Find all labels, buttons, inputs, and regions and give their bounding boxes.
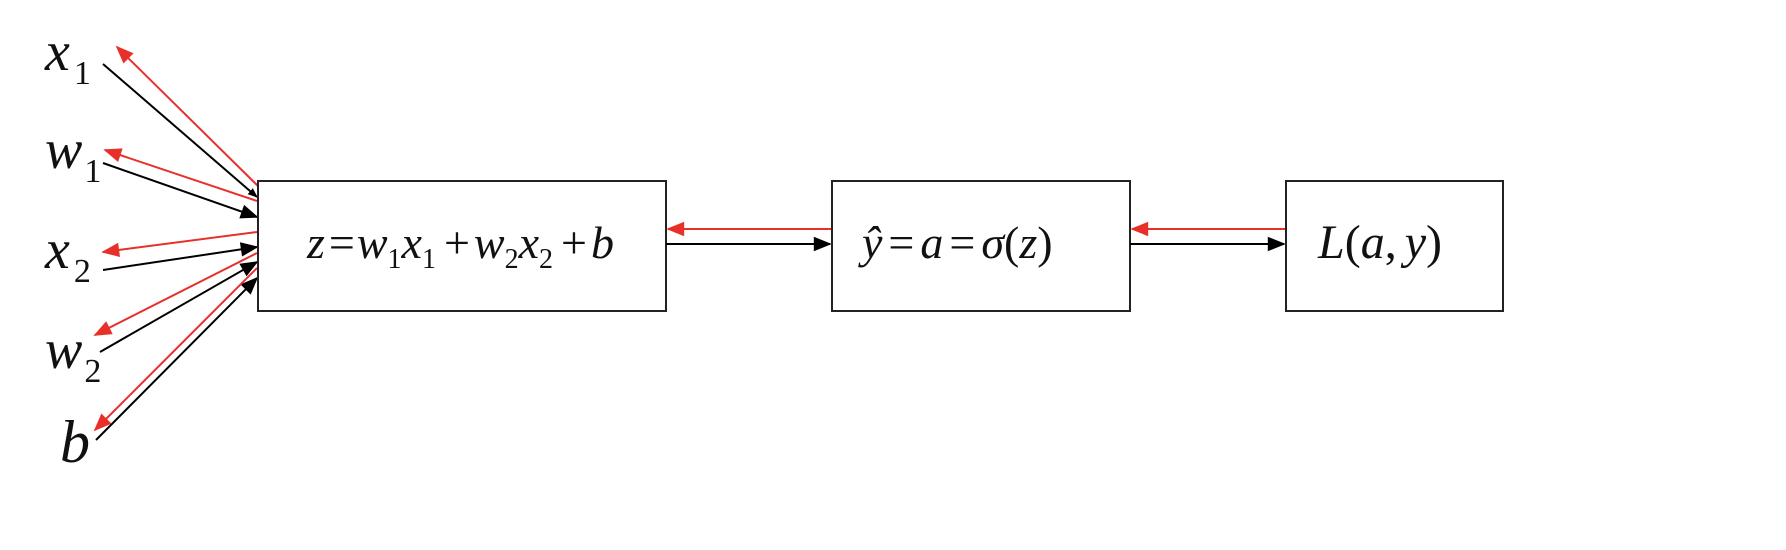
linear-w2: w (474, 217, 505, 268)
activation-a: a (920, 217, 943, 268)
activation-eq2: = (949, 217, 975, 268)
activation-eq1: = (888, 217, 914, 268)
loss-node-formula: L(a,y) (1317, 216, 1442, 269)
activation-node-box (831, 180, 1131, 312)
linear-plus1: + (444, 217, 470, 268)
loss-y: y (1400, 216, 1427, 269)
input-x2-sub: 2 (74, 253, 91, 290)
backward-edge-w2 (93, 252, 258, 336)
input-label-w2: w2 (45, 319, 101, 390)
loss-a: a (1361, 216, 1385, 269)
linear-node: z=w1x1+w2x2+b (257, 180, 667, 312)
linear-plus2: + (561, 217, 587, 268)
loss-rparen: ) (1426, 216, 1442, 269)
backward-edge-b (93, 267, 258, 432)
input-label-b: b (60, 409, 90, 475)
input-x1-sub: 1 (74, 55, 91, 92)
linear-b: b (591, 217, 614, 268)
input-x1-base: x (44, 21, 70, 83)
loss-node-box (1285, 180, 1504, 312)
loss-L: L (1317, 216, 1345, 269)
activation-sigma: σ (981, 217, 1006, 268)
linear-w1: w (357, 217, 388, 268)
linear-x1: x (401, 217, 423, 268)
input-w1-base: w (45, 119, 82, 181)
linear-w2-sub: 2 (505, 244, 519, 275)
activation-node: ŷ=a=σ(z) (831, 180, 1131, 312)
activation-yhat: ŷ (858, 217, 883, 268)
backward-edge-x1 (115, 45, 261, 189)
linear-node-formula: z=w1x1+w2x2+b (306, 217, 614, 275)
activation-rparen: ) (1037, 217, 1052, 268)
input-x2-base: x (44, 219, 70, 281)
linear-eq: = (329, 217, 355, 268)
forward-edge-x2 (102, 242, 259, 271)
activation-z: z (1018, 217, 1037, 268)
linear-x1-sub: 1 (422, 244, 436, 275)
input-w1-sub: 1 (84, 153, 101, 190)
input-b-base: b (60, 409, 90, 475)
input-label-w1: w1 (45, 119, 101, 190)
activation-node-formula: ŷ=a=σ(z) (858, 217, 1053, 268)
loss-comma: , (1385, 216, 1397, 269)
forward-edge-w1 (102, 162, 259, 219)
linear-x2-sub: 2 (539, 244, 553, 275)
activation-lparen: ( (1004, 217, 1019, 268)
forward-edge-b (95, 276, 259, 441)
forward-edge-w2 (99, 261, 259, 353)
input-w2-sub: 2 (84, 353, 101, 390)
backward-edge-x2 (101, 231, 258, 258)
linear-z: z (306, 217, 325, 268)
input-w2-base: w (45, 319, 82, 381)
linear-x2: x (518, 217, 540, 268)
linear-node-box (257, 180, 667, 312)
loss-node: L(a,y) (1285, 180, 1504, 312)
backward-edge-w1 (103, 148, 258, 202)
linear-w1-sub: 1 (388, 244, 402, 275)
forward-edge-x1 (102, 63, 258, 198)
input-edges (93, 45, 261, 441)
loss-lparen: ( (1345, 216, 1361, 269)
